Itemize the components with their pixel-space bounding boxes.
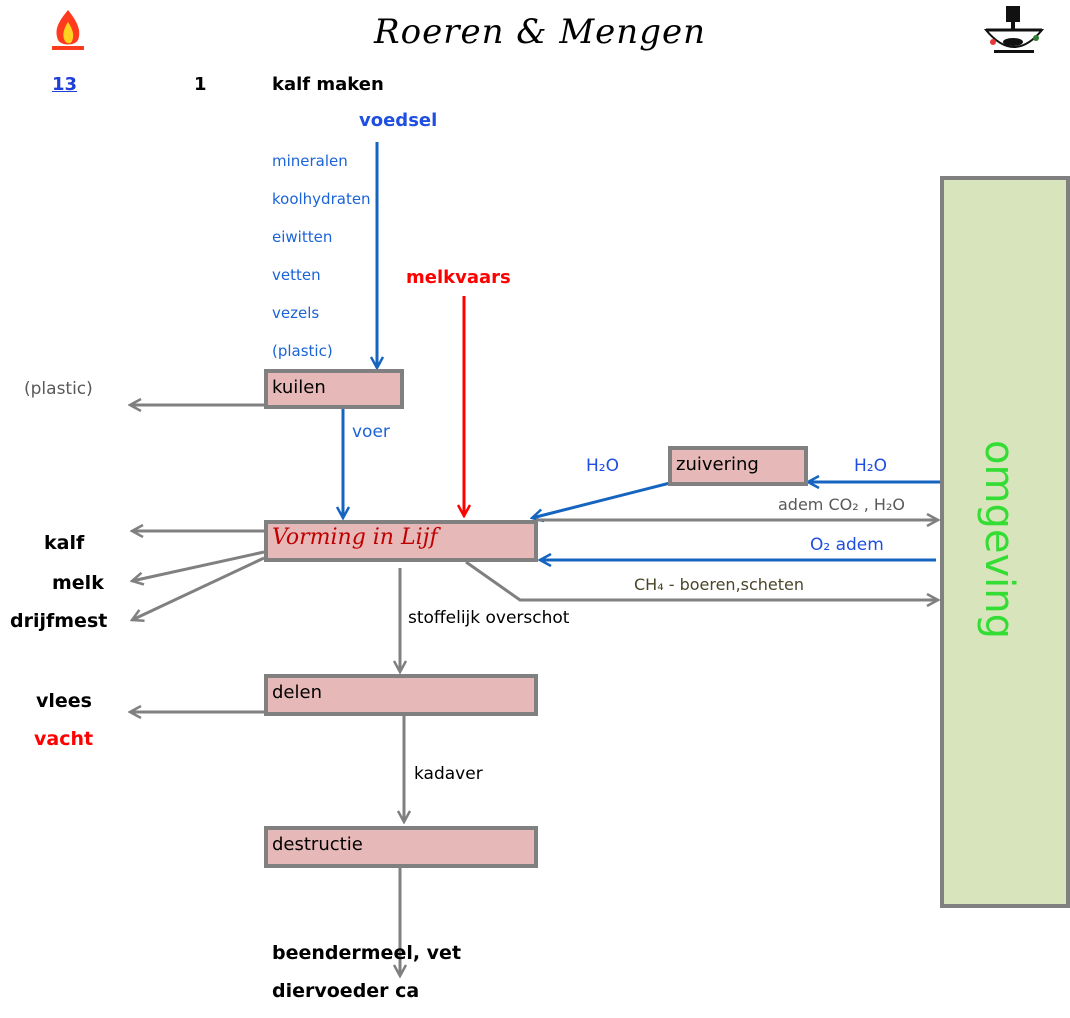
output-kalf: kalf [44, 532, 85, 554]
voer-label: voer [352, 422, 390, 442]
chapter-link[interactable]: 13 [52, 74, 78, 95]
fire-icon [48, 8, 88, 52]
ch4-label: CH₄ - boeren,scheten [634, 575, 805, 594]
nutrient-6: (plastic) [272, 342, 333, 360]
zuivering-box: zuivering [668, 446, 808, 486]
arrow-ch4 [465, 560, 938, 600]
vorming-in-lijf-box: Vorming in Lijf [264, 520, 538, 562]
food-label: voedsel [359, 110, 438, 131]
mixer-icon [984, 4, 1044, 56]
arrow-zuivering-to-main [532, 481, 671, 518]
output-melk: melk [52, 572, 104, 594]
kadaver-label: kadaver [414, 764, 483, 784]
output-final-1: beendermeel, vet [272, 942, 462, 964]
h2o-right-label: H₂O [854, 456, 887, 476]
destructie-box: destructie [264, 826, 538, 868]
nutrient-2: koolhydraten [272, 190, 371, 208]
nutrient-1: mineralen [272, 152, 348, 170]
o2-in-label: O₂ adem [810, 535, 884, 555]
page-title: Roeren & Mengen [374, 12, 706, 52]
arrow-melk [132, 550, 265, 581]
step-number: 1 [194, 74, 207, 95]
plastic-out-label: (plastic) [24, 379, 93, 399]
kuilen-box: kuilen [264, 369, 404, 409]
nutrient-3: eiwitten [272, 228, 333, 246]
output-final-2: diervoeder ca [272, 980, 420, 1002]
nutrient-4: vetten [272, 266, 321, 284]
environment-panel [940, 176, 1070, 908]
delen-box: delen [264, 674, 538, 716]
remains-label: stoffelijk overschot [408, 608, 570, 628]
output-vlees: vlees [36, 690, 92, 712]
adem-out-label: adem CO₂ , H₂O [778, 495, 905, 514]
arrow-drijfmest [132, 556, 265, 620]
nutrient-5: vezels [272, 304, 320, 322]
step-title: kalf maken [272, 74, 384, 95]
heifer-label: melkvaars [406, 267, 511, 288]
output-vacht: vacht [34, 728, 94, 750]
output-drijfmest: drijfmest [10, 610, 108, 632]
h2o-left-label: H₂O [586, 456, 619, 476]
